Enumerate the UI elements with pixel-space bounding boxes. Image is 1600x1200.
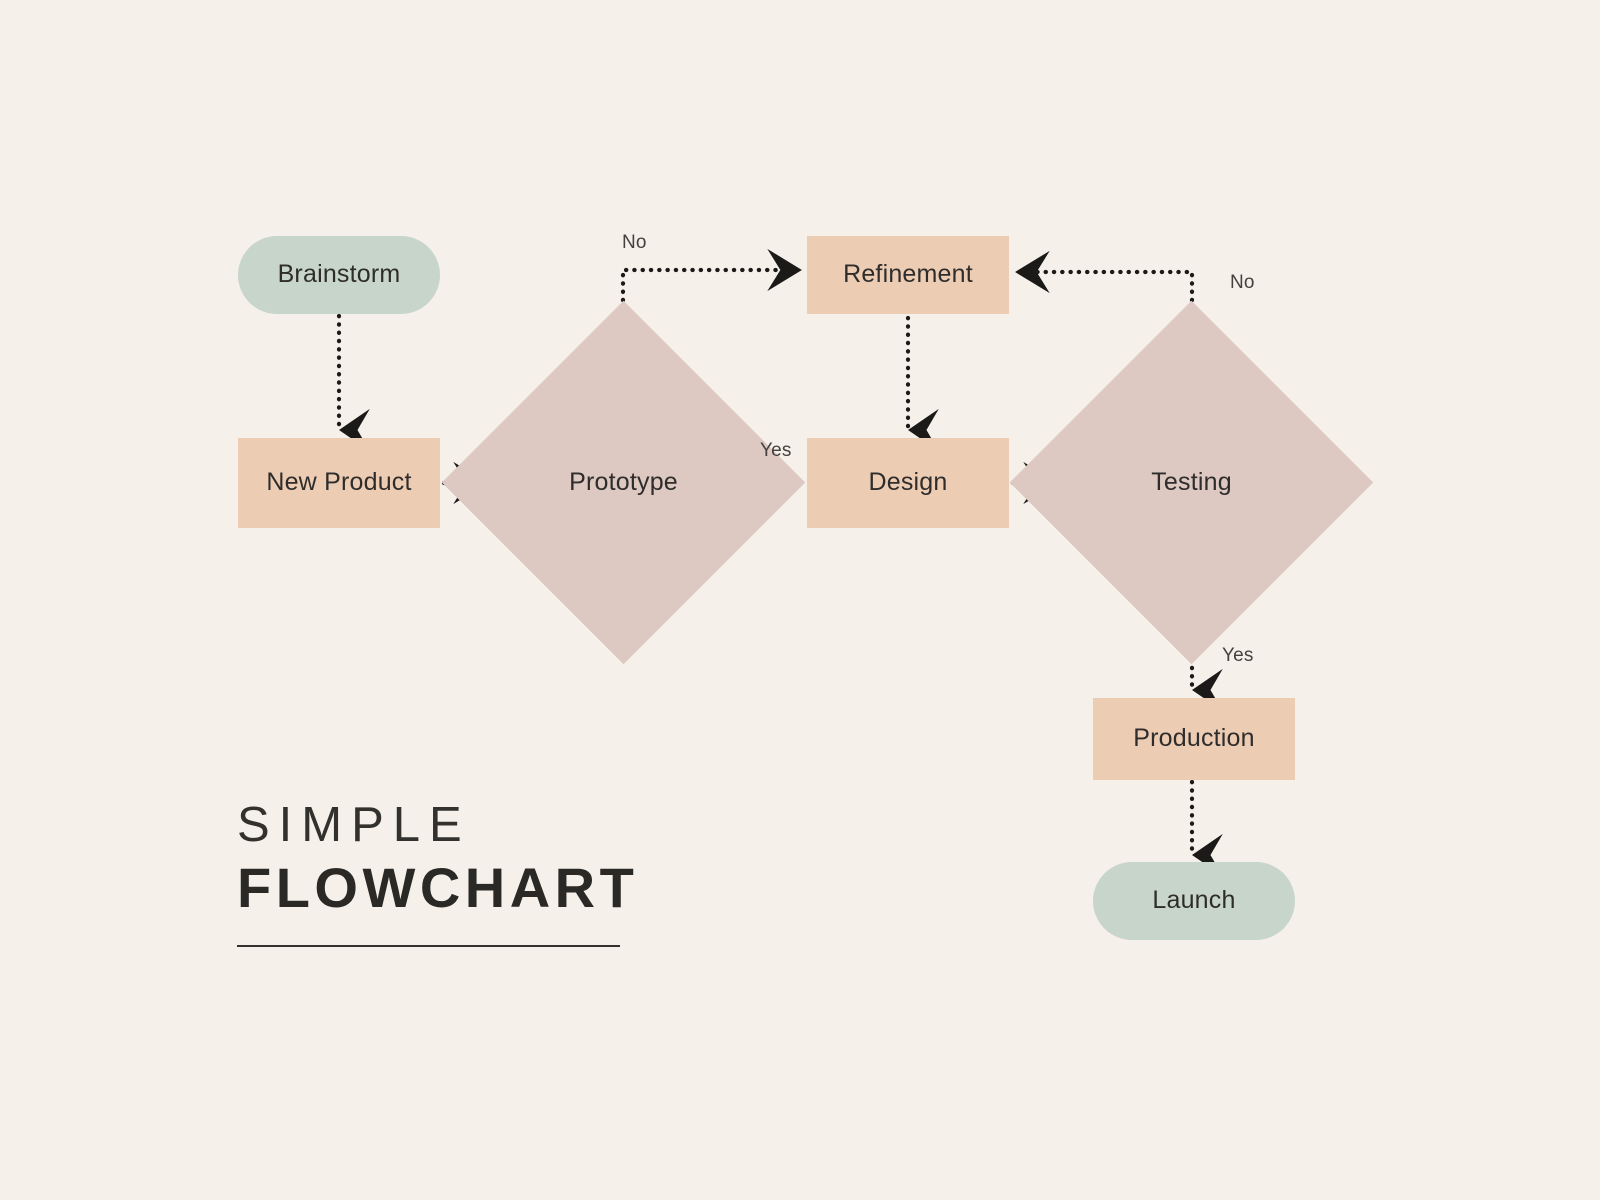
edge-label-testing-no: No bbox=[1230, 272, 1255, 293]
edge-label-prototype-no: No bbox=[622, 232, 647, 253]
title-line-simple: SIMPLE bbox=[237, 798, 471, 852]
node-prototype[interactable]: Prototype bbox=[441, 300, 806, 665]
node-refinement[interactable]: Refinement bbox=[807, 236, 1009, 314]
node-new-product[interactable]: New Product bbox=[238, 438, 440, 528]
title-line-flowchart: FLOWCHART bbox=[237, 856, 639, 920]
node-refinement-label: Refinement bbox=[843, 260, 973, 289]
node-launch[interactable]: Launch bbox=[1093, 862, 1295, 940]
node-testing-label: Testing bbox=[1151, 468, 1232, 496]
node-brainstorm[interactable]: Brainstorm bbox=[238, 236, 440, 314]
node-design-label: Design bbox=[868, 468, 948, 497]
node-production-label: Production bbox=[1133, 724, 1255, 753]
node-production[interactable]: Production bbox=[1093, 698, 1295, 780]
node-testing[interactable]: Testing bbox=[1009, 300, 1374, 665]
node-new-product-label: New Product bbox=[266, 468, 412, 497]
title-block: SIMPLE FLOWCHART bbox=[237, 798, 837, 948]
title-underline-rule bbox=[237, 945, 620, 948]
node-prototype-label: Prototype bbox=[569, 468, 678, 496]
node-launch-label: Launch bbox=[1152, 886, 1236, 915]
node-design[interactable]: Design bbox=[807, 438, 1009, 528]
edge-label-testing-yes: Yes bbox=[1222, 645, 1254, 666]
node-brainstorm-label: Brainstorm bbox=[277, 260, 401, 289]
edge-label-prototype-yes: Yes bbox=[760, 440, 792, 461]
